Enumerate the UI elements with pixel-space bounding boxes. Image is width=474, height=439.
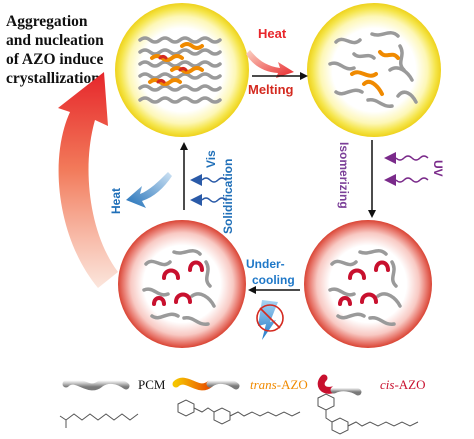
heat-in-arrow: [246, 50, 294, 78]
legend-trans-suffix: -AZO: [277, 377, 308, 392]
circle-melted-trans: [307, 3, 441, 137]
solidification-label: Solidification: [221, 159, 235, 234]
crystallization-arrow: [58, 72, 118, 288]
legend-cis-suffix: -AZO: [394, 377, 425, 392]
circle-melted-cis: [304, 220, 432, 348]
vis-light-arrows: [190, 174, 227, 206]
caption: Aggregation and nucleation of AZO induce…: [6, 13, 104, 87]
caption-line-4: crystallization: [6, 70, 100, 87]
solidification-arrow-head: [180, 142, 188, 150]
heat-out-arrow: [126, 172, 172, 208]
undercooling-label-2: cooling: [252, 273, 295, 287]
legend: PCM trans-AZO cis-AZO: [62, 374, 426, 396]
isomerizing-arrow-head: [368, 210, 376, 218]
legend-trans-icon: [172, 376, 240, 391]
heat-out-label: Heat: [109, 188, 123, 214]
caption-line-3: of AZO induce: [6, 51, 103, 68]
isomerizing-label: Isomerizing: [337, 142, 351, 209]
undercooling-label-1: Under-: [246, 257, 285, 271]
melted-trans-chains: [328, 31, 418, 108]
cis-azo-structure: [317, 393, 419, 435]
melting-label: Melting: [248, 82, 294, 97]
undercooling-arrow-head: [248, 286, 256, 294]
cooling-drop-icon: [256, 300, 284, 340]
caption-line-2: and nucleation: [6, 32, 104, 49]
trans-azo-structure: [177, 399, 301, 425]
pcm-structure: [59, 413, 139, 428]
uv-label: UV: [431, 160, 445, 177]
supercooled-chains: [142, 249, 216, 326]
legend-cis-prefix: cis: [380, 377, 394, 392]
legend-trans-label: trans-AZO: [250, 377, 308, 392]
legend-trans-prefix: trans: [250, 377, 277, 392]
legend-cis-icon: [317, 374, 362, 396]
vis-label: Vis: [204, 150, 218, 168]
heat-in-label: Heat: [258, 26, 287, 41]
melted-cis-chains: [328, 249, 402, 326]
legend-cis-label: cis-AZO: [380, 377, 426, 392]
crystalline-chains: [138, 36, 222, 104]
legend-pcm-icon: [62, 376, 130, 391]
melting-arrow-head: [300, 72, 308, 80]
circle-supercooled-cis: [118, 220, 246, 348]
uv-light-arrows: [384, 152, 429, 186]
legend-pcm-label: PCM: [138, 377, 166, 392]
chemical-structures: [59, 393, 419, 435]
caption-line-1: Aggregation: [6, 13, 88, 30]
